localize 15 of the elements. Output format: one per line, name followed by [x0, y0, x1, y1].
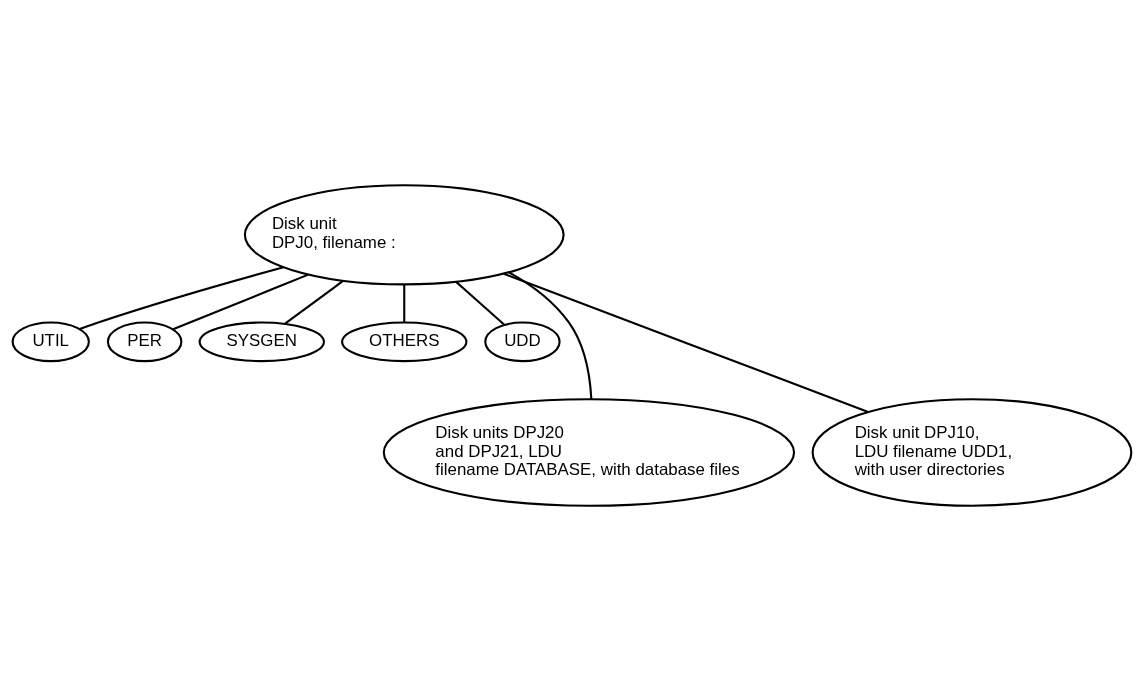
node-ellipse: PER — [106, 321, 183, 363]
node-ellipse: UDD — [484, 321, 561, 363]
connector — [403, 284, 406, 322]
node-ellipse: Disk unit DPJ0, filename : — [243, 184, 565, 286]
connector — [508, 271, 593, 400]
node-ellipse: Disk unit DPJ10, LDU filename UDD1, with user directories — [811, 398, 1133, 507]
node-ellipse: OTHERS — [341, 321, 468, 363]
node-ellipse: Disk units DPJ20 and DPJ21, LDU filename DATABASE, with database files — [382, 398, 796, 507]
connector — [79, 266, 284, 331]
connector — [284, 280, 344, 325]
connector — [503, 272, 869, 414]
node-ellipse: UTIL — [11, 321, 90, 363]
node-ellipse: SYSGEN — [198, 321, 325, 363]
connector — [455, 281, 506, 326]
connector — [172, 273, 309, 331]
